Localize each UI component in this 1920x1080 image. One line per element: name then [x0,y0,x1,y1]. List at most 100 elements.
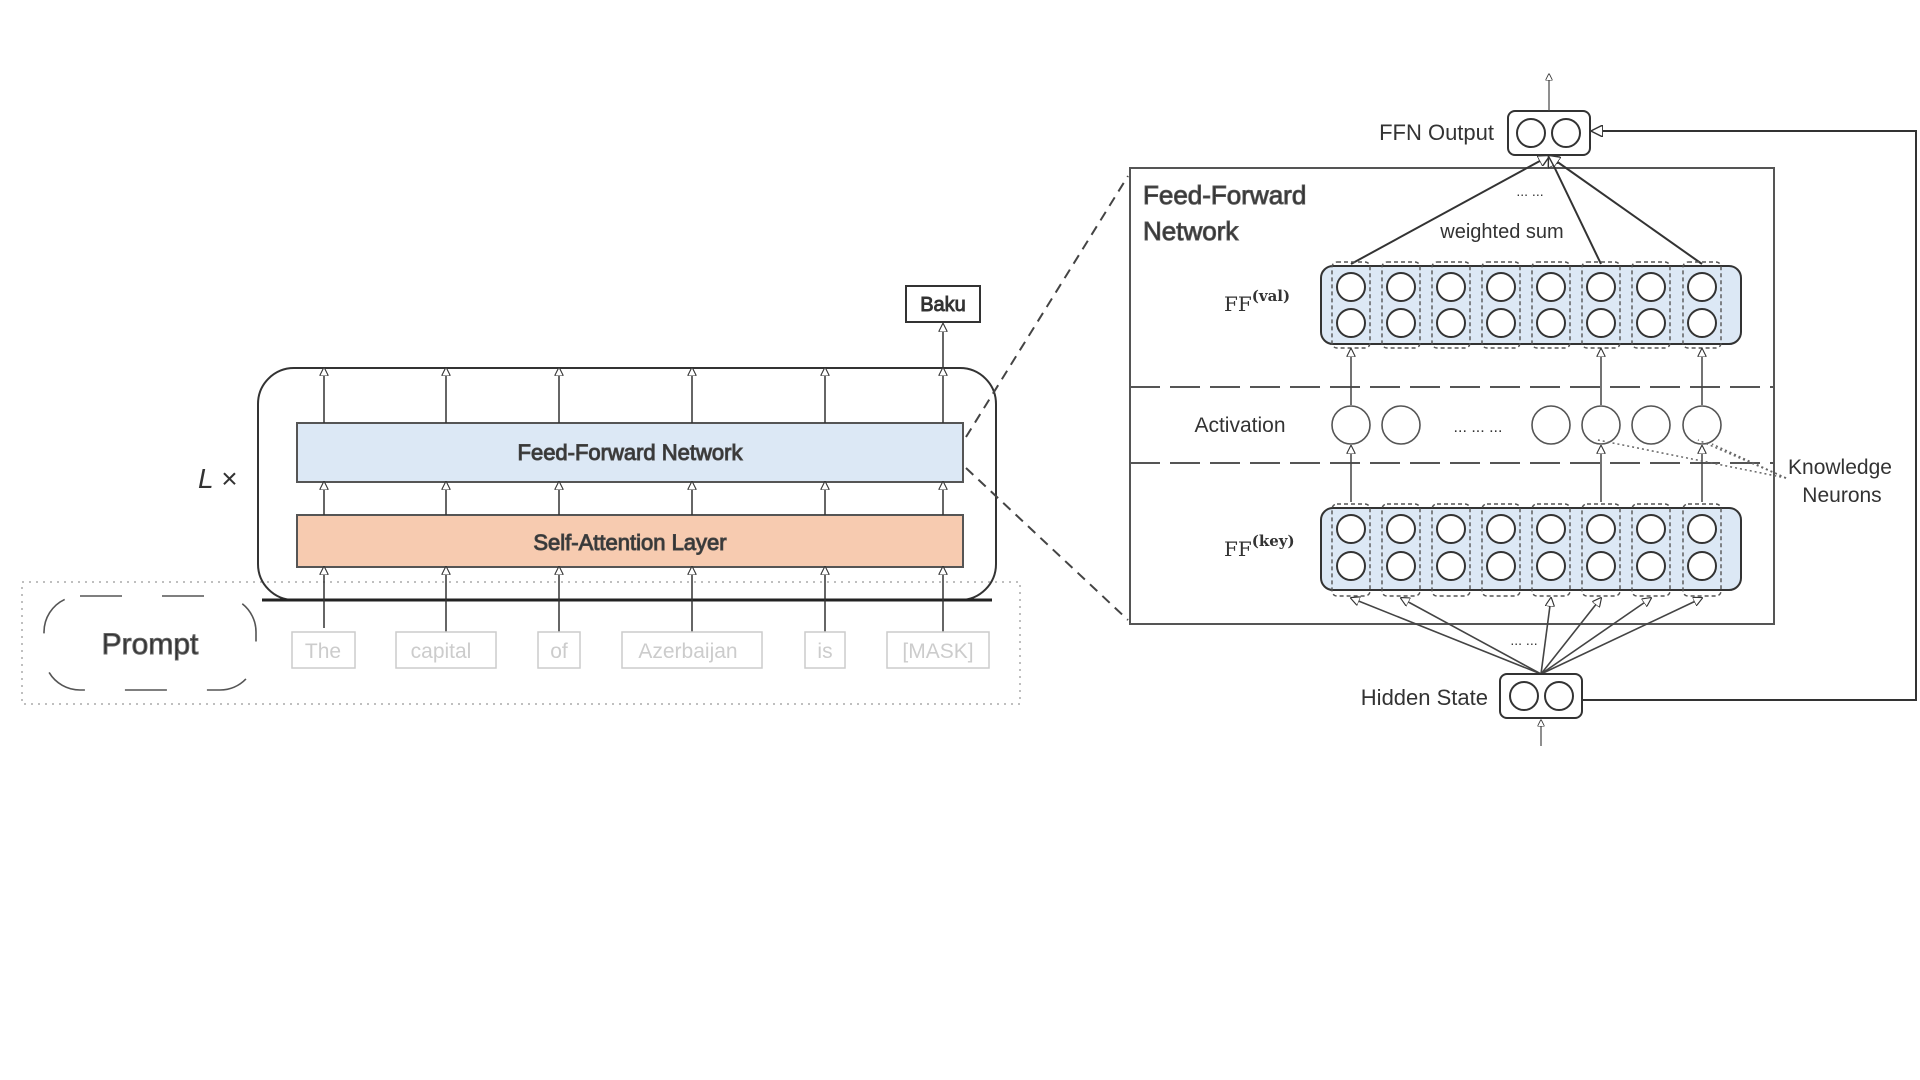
hidden-state-fan [1351,598,1702,675]
zoom-connector-top [965,175,1129,438]
activation-neurons [1331,349,1722,502]
fan-line [1540,598,1651,675]
neuron [1336,272,1366,302]
token: is [817,640,832,663]
fan-dots: ... ... [1510,632,1537,648]
token-box [886,631,990,669]
neuron [1586,514,1616,544]
knowledge-neurons-line1: Knowledge [1788,456,1892,479]
layer-multiplier: L × [198,463,237,494]
neuron [1486,308,1516,338]
ffn-label: Feed-Forward Network [518,440,744,465]
neuron-column [1531,261,1571,349]
neuron-column [1331,503,1371,597]
ffn-detail-title-line2: Network [1143,216,1239,246]
knowledge-pointer-lines [1597,439,1787,479]
ff-key-label: FF(key) [1224,532,1295,561]
activation-neuron [1581,405,1621,445]
neuron [1687,308,1717,338]
neuron [1436,514,1466,544]
prompt-label: Prompt [102,628,199,661]
zoom-connector-bottom [965,467,1129,621]
prompt-bubble [43,595,257,691]
fan-line [1540,598,1601,675]
neuron [1436,308,1466,338]
token-box [291,631,356,669]
hidden-state-unit [1509,681,1539,711]
neuron [1436,551,1466,581]
neuron [1586,272,1616,302]
token: of [550,640,568,663]
fan-line [1351,598,1542,675]
neuron [1636,514,1666,544]
neuron [1486,551,1516,581]
neuron-column [1431,503,1471,597]
ffn-output-label: FFN Output [1379,120,1494,145]
token: Azerbaijan [638,640,737,663]
neuron-column [1581,503,1621,597]
neuron [1536,551,1566,581]
neuron [1386,308,1416,338]
neuron-column [1381,261,1421,349]
neuron [1687,551,1717,581]
fan-line [1540,598,1702,675]
neuron [1386,551,1416,581]
ffn-box [296,422,964,483]
neuron [1536,308,1566,338]
neuron-column [1431,261,1471,349]
neuron [1636,272,1666,302]
weighted-sum-dots: ... ... [1516,183,1543,199]
neuron [1336,551,1366,581]
neuron [1436,272,1466,302]
token-box [537,631,581,669]
token: The [305,640,341,663]
activation-label: Activation [1194,414,1285,437]
activation-dots: ... ... ... [1454,419,1503,436]
neuron-column [1531,503,1571,597]
token-arrows [324,324,943,632]
neuron [1687,272,1717,302]
neuron [1386,272,1416,302]
neuron-column [1682,503,1722,597]
fan-line [1401,598,1542,675]
hidden-state-unit [1544,681,1574,711]
neuron [1536,514,1566,544]
activation-neuron [1331,405,1371,445]
neuron-column [1481,261,1521,349]
output-token: Baku [920,294,966,316]
neuron [1386,514,1416,544]
neuron-column [1581,261,1621,349]
neuron-column [1331,261,1371,349]
neuron [1636,308,1666,338]
token: capital [411,640,472,663]
fan-line [1540,598,1551,675]
attention-label: Self-Attention Layer [533,530,726,555]
activation-neuron [1531,405,1571,445]
ffn-detail: Feed-Forward Network FFN Output ... ... … [1129,74,1917,746]
token-box [804,631,846,669]
neuron-column [1631,503,1671,597]
transformer-stack: Prompt L × Feed-Forward Network Self-Att… [21,285,1021,705]
neuron [1486,272,1516,302]
ffn-detail-title-line1: Feed-Forward [1143,180,1306,210]
ff-val-label: FF(val) [1224,287,1290,316]
ff-key-neurons [1331,503,1722,597]
neuron [1687,514,1717,544]
neuron-column [1631,261,1671,349]
neuron [1486,514,1516,544]
output-token-box [905,285,981,323]
weighted-sum-label: weighted sum [1439,221,1563,243]
neuron [1586,551,1616,581]
neuron-column [1682,261,1722,349]
neuron [1536,272,1566,302]
ffn-output-unit [1551,118,1581,148]
neuron [1336,514,1366,544]
attention-box [296,514,964,568]
residual-connection [1582,131,1917,701]
neuron-column [1381,503,1421,597]
neuron [1636,551,1666,581]
neuron [1336,308,1366,338]
activation-neuron [1631,405,1671,445]
hidden-state-label: Hidden State [1361,685,1488,710]
